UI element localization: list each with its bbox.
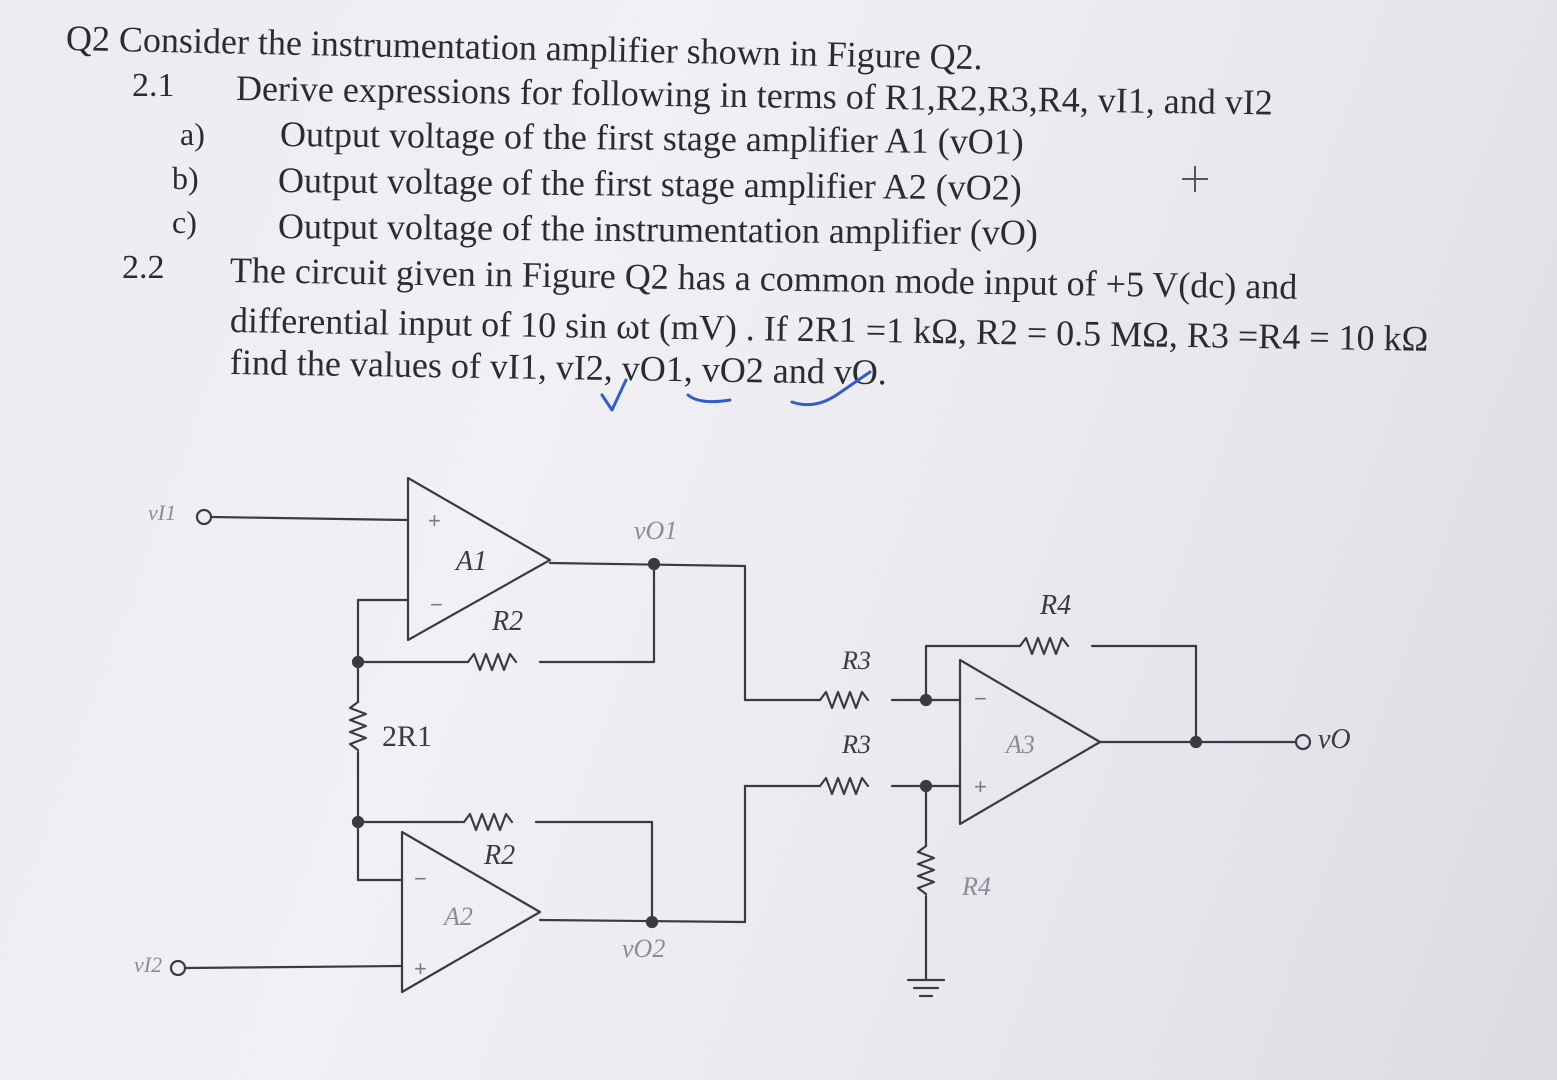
resistor-r2-top: [466, 652, 518, 672]
label-vi2: vI2: [134, 952, 163, 977]
part-2-1-number: 2.1: [132, 67, 175, 104]
label-r3-top: R3: [842, 646, 871, 675]
label-a1: A1: [456, 546, 488, 577]
input-terminal-vi1: [195, 508, 213, 526]
svg-text:+: +: [428, 508, 441, 533]
label-r4-top: R4: [1040, 590, 1072, 621]
op-amp-a1: [406, 476, 552, 642]
label-vo: vO: [1318, 724, 1351, 755]
label-a3: A3: [1006, 730, 1035, 759]
resistor-r4-bottom: [916, 844, 936, 896]
label-2r1: 2R1: [382, 720, 433, 753]
output-terminal-vo: [1294, 733, 1312, 751]
label-r2-top: R2: [492, 606, 524, 637]
op-amp-a2: [400, 830, 542, 994]
input-terminal-vi2: [169, 959, 187, 977]
cursor-crosshair-icon: [1182, 166, 1208, 192]
label-a2: A2: [444, 902, 473, 931]
check-mark-1: [600, 378, 628, 412]
resistor-r4-top: [1018, 636, 1070, 656]
resistor-r2-bottom: [462, 812, 514, 832]
item-b-label: b): [172, 160, 199, 196]
item-a-label: a): [180, 116, 205, 152]
label-vo2: vO2: [622, 934, 666, 963]
label-r2-bottom: R2: [484, 840, 516, 871]
svg-text:−: −: [430, 592, 443, 617]
label-vo1: vO1: [634, 516, 678, 545]
check-mark-2: [686, 393, 732, 404]
svg-text:+: +: [414, 956, 427, 981]
resistor-r3-bottom: [818, 776, 870, 796]
check-mark-3: [790, 370, 872, 407]
op-amp-a3: [958, 658, 1102, 826]
resistor-r3-top: [818, 690, 870, 710]
svg-text:+: +: [974, 774, 987, 799]
svg-text:−: −: [974, 686, 987, 711]
resistor-2r1: [348, 700, 368, 752]
part-2-2-number: 2.2: [122, 249, 165, 286]
svg-text:−: −: [414, 866, 427, 891]
label-r3-bottom: R3: [842, 730, 871, 759]
item-c-label: c): [172, 204, 197, 240]
label-r4-bottom: R4: [962, 872, 991, 901]
label-vi1: vI1: [148, 500, 177, 525]
